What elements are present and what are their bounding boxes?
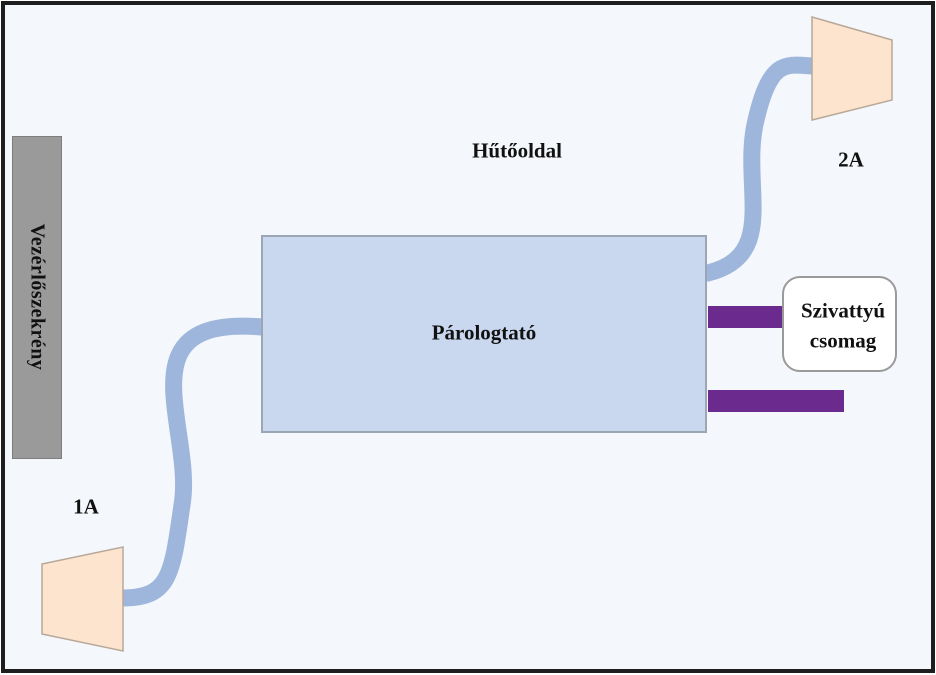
pump-package-box (782, 276, 897, 372)
unit-2a-shape (811, 16, 893, 121)
control-cabinet-label: Vezérlőszekrény (26, 223, 49, 371)
pump-pipe-lower (708, 390, 844, 412)
unit-2a-label: 2A (838, 147, 864, 172)
control-cabinet (12, 136, 62, 459)
hose-1a (113, 317, 271, 607)
hose-2a (699, 56, 821, 282)
pump-pipe-upper (708, 306, 788, 328)
pump-package-label: Szivattyú csomag (778, 296, 908, 357)
cooling-side-label: Hűtőoldal (472, 138, 562, 163)
unit-1a-label: 1A (73, 494, 99, 519)
pump-label-line1: Szivattyú (801, 298, 885, 323)
unit-1a-shape (41, 546, 124, 652)
evaporator-label: Párologtató (431, 320, 537, 345)
evaporator-box (261, 235, 707, 433)
pump-label-line2: csomag (809, 329, 877, 353)
